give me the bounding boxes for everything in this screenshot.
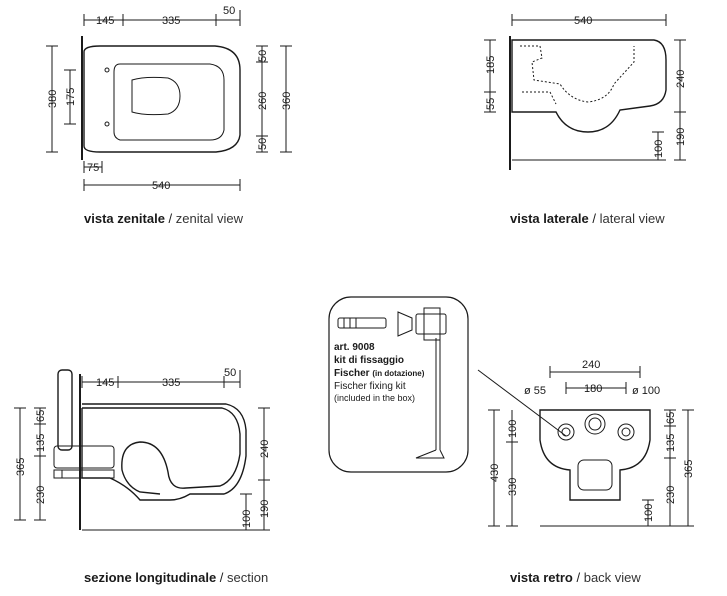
dim-135: 135 bbox=[665, 434, 677, 452]
dim-230: 230 bbox=[665, 486, 677, 504]
dim-50-bottom: 50 bbox=[257, 138, 269, 150]
fixing-kit-box: art. 9008 kit di fissaggio Fischer (in d… bbox=[328, 296, 469, 473]
dim-100: 100 bbox=[653, 140, 665, 158]
dim-180: 180 bbox=[584, 383, 602, 395]
dim-335: 335 bbox=[162, 15, 180, 27]
dim-65: 65 bbox=[665, 412, 677, 424]
caption-lateral: vista laterale / lateral view bbox=[510, 211, 665, 226]
dim-240: 240 bbox=[259, 440, 271, 458]
dim-380: 380 bbox=[47, 90, 59, 108]
dim-50: 50 bbox=[223, 5, 235, 17]
dim-335: 335 bbox=[162, 377, 180, 389]
back-view-drawing: 240 180 ø 55 ø 100 100 430 330 65 135 23… bbox=[477, 359, 695, 527]
section-view-drawing: 145 335 50 365 65 135 230 240 190 100 bbox=[14, 367, 271, 531]
dim-175: 175 bbox=[65, 88, 77, 106]
dim-330: 330 bbox=[507, 478, 519, 496]
dim-230: 230 bbox=[35, 486, 47, 504]
dim-360: 360 bbox=[281, 92, 293, 110]
dim-185: 185 bbox=[485, 56, 497, 74]
dim-190: 190 bbox=[259, 500, 271, 518]
kit-article: art. 9008 bbox=[334, 342, 375, 353]
caption-section: sezione longitudinale / section bbox=[84, 570, 269, 585]
dim-135: 135 bbox=[35, 434, 47, 452]
kit-name-en: Fischer fixing kit bbox=[334, 381, 406, 392]
dim-55: 55 bbox=[485, 98, 497, 110]
dim-240: 240 bbox=[675, 70, 687, 88]
kit-name-it: kit di fissaggio bbox=[334, 355, 404, 366]
zenital-view-drawing: 145 335 50 380 175 50 260 50 360 75 540 bbox=[46, 5, 293, 192]
dim-145: 145 bbox=[96, 377, 114, 389]
dim-100-top: 100 bbox=[507, 420, 519, 438]
dim-145: 145 bbox=[96, 15, 114, 27]
dim-365: 365 bbox=[683, 460, 695, 478]
dim-365: 365 bbox=[15, 458, 27, 476]
dim-540: 540 bbox=[574, 15, 592, 27]
kit-included-note: (included in the box) bbox=[334, 393, 415, 403]
dim-100: 100 bbox=[241, 510, 253, 528]
caption-back: vista retro / back view bbox=[510, 570, 641, 585]
dim-50-top: 50 bbox=[257, 50, 269, 62]
dim-dia-55: ø 55 bbox=[524, 385, 546, 397]
lateral-view-drawing: 540 185 55 240 190 100 bbox=[484, 14, 687, 170]
caption-zenital: vista zenitale / zenital view bbox=[84, 211, 243, 226]
dim-50: 50 bbox=[224, 367, 236, 379]
dim-540: 540 bbox=[152, 180, 170, 192]
dim-190: 190 bbox=[675, 128, 687, 146]
dim-240: 240 bbox=[582, 359, 600, 371]
dim-65: 65 bbox=[35, 410, 47, 422]
kit-brand: Fischer (in dotazione) bbox=[334, 368, 425, 379]
dim-dia-100: ø 100 bbox=[632, 385, 660, 397]
dim-260: 260 bbox=[257, 92, 269, 110]
dim-100-bottom: 100 bbox=[643, 504, 655, 522]
dim-430: 430 bbox=[489, 464, 501, 482]
dim-75: 75 bbox=[87, 162, 99, 174]
